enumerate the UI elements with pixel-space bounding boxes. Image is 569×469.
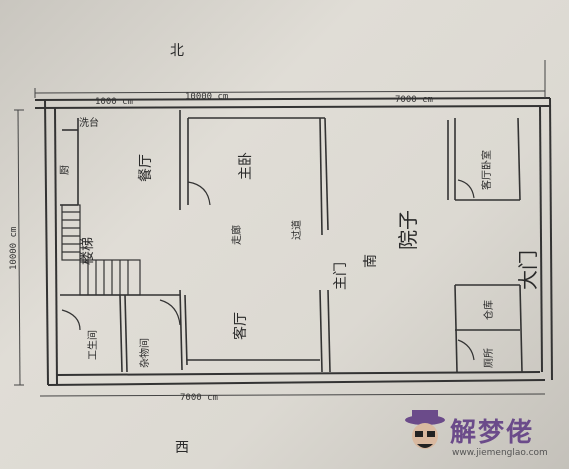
dim-top-left: 1000 cm <box>95 97 133 107</box>
room-living: 客厅 <box>232 312 249 340</box>
watermark-text: 解梦佬 <box>450 418 535 448</box>
label-walkway: 过道 <box>290 220 303 240</box>
compass-south-label: 西 <box>175 440 189 456</box>
room-guest-bedroom: 客厅卧室 <box>480 150 493 190</box>
room-storage: 杂物间 <box>138 338 151 368</box>
dim-top-mid: 10000 cm <box>185 92 228 102</box>
stairs-drawing <box>61 204 141 296</box>
label-courtyard: 院子 <box>396 210 420 250</box>
room-bathroom: 厕所 <box>483 348 495 368</box>
interior-walls <box>60 110 523 373</box>
label-main-gate: 主门 <box>333 262 349 290</box>
label-corridor: 走廊 <box>230 225 243 245</box>
room-utility: 工生间 <box>86 330 99 360</box>
dim-left: 10000 cm <box>9 227 19 270</box>
watermark-url: www.jiemenglao.com <box>452 448 548 458</box>
room-dining: 厨 <box>59 165 71 175</box>
room-kitchen: 餐厅 <box>138 154 154 182</box>
label-big-gate: 大门 <box>516 250 540 290</box>
dim-top-right: 7000 cm <box>395 95 433 105</box>
room-warehouse: 仓库 <box>482 300 495 320</box>
watermark-logo: 解梦佬 www.jiemenglao.com <box>402 406 567 466</box>
room-stairs: 楼梯 <box>80 237 96 265</box>
room-master-bedroom: 主卧 <box>238 152 254 180</box>
watermark-face-icon <box>405 410 445 449</box>
dimension-lines <box>14 60 546 397</box>
room-shower: 洗台 <box>79 116 99 129</box>
label-south: 南 <box>363 254 379 268</box>
compass-north-label: 北 <box>170 43 184 59</box>
door-arcs <box>61 179 475 361</box>
outer-walls <box>34 97 553 386</box>
dim-bottom: 7000 cm <box>180 393 218 403</box>
